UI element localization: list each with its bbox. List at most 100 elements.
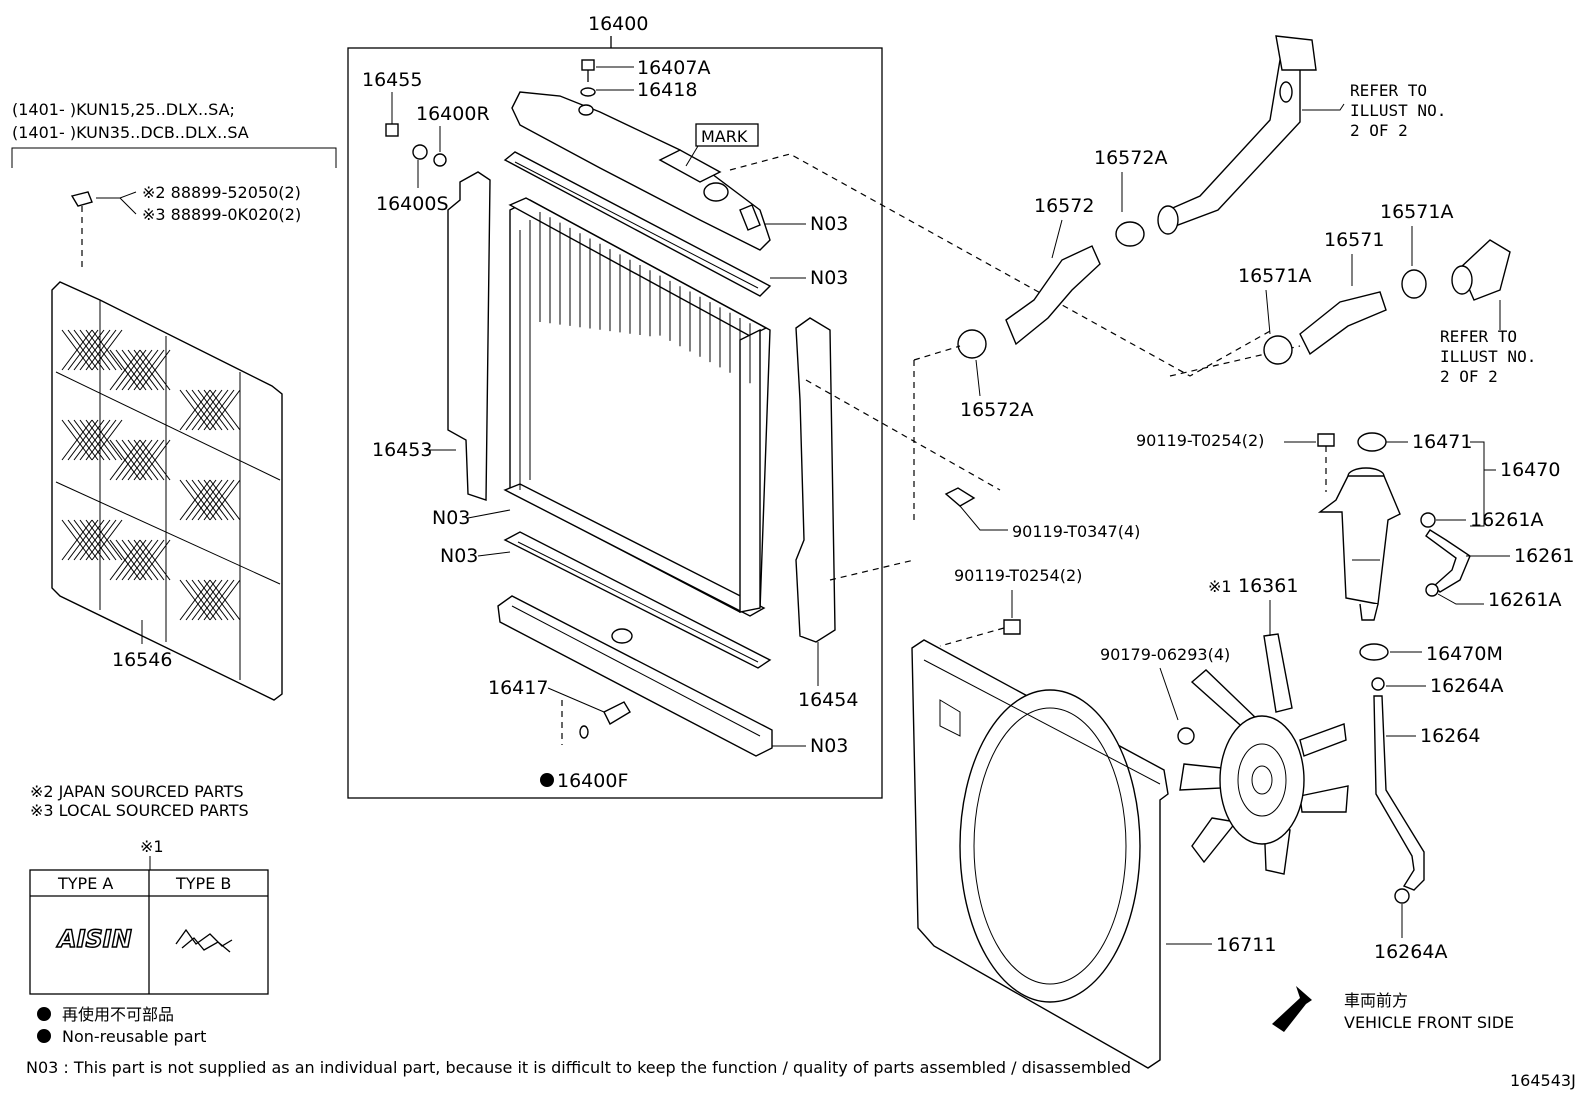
bolt-t0254-b — [1003, 619, 1021, 635]
mark-box — [695, 123, 759, 147]
label-16264a-top: 16264A — [1430, 675, 1503, 697]
grid-hatch-line — [79, 329, 111, 371]
grid-hatch-line — [127, 539, 159, 581]
cushion-16400r — [433, 153, 447, 167]
label-88899-52050: ※2 88899-52050(2) — [142, 183, 301, 202]
type-a-header: TYPE A — [57, 874, 113, 893]
label-n03-a: N03 — [810, 213, 848, 235]
bolt-t0254-a — [1317, 433, 1335, 447]
reservoir-16470 — [1317, 467, 1401, 621]
nut-90179 — [1177, 727, 1195, 745]
grid-hatch-line — [139, 349, 171, 391]
grid-hatch-line — [91, 329, 123, 371]
n03-footnote: N03 : This part is not supplied as an in… — [26, 1058, 1131, 1077]
grid-hatch-line — [185, 579, 217, 621]
label-16261a-top: 16261A — [1470, 509, 1543, 531]
clamp-16261a-bot — [1425, 583, 1439, 597]
side-support-left — [447, 171, 491, 501]
grid-hatch-line — [133, 439, 165, 481]
type-b-logo — [175, 928, 233, 953]
grid-hatch-line — [61, 329, 93, 371]
filler-neck — [703, 182, 729, 202]
label-16400s: 16400S — [376, 193, 449, 215]
grid-hatch-line — [203, 389, 235, 431]
grid-hatch-line — [127, 349, 159, 391]
grid-hatch-line — [91, 419, 123, 461]
clamp-16264a-bot — [1394, 888, 1410, 904]
grid-hatch-line — [61, 519, 93, 561]
hose-16572 — [1005, 245, 1101, 346]
type-b-header: TYPE B — [175, 874, 231, 893]
label-16571a-left: 16571A — [1238, 265, 1311, 287]
water-outlet-pipe — [1157, 35, 1317, 235]
air-guide-16546 — [51, 281, 283, 701]
label-16711: 16711 — [1216, 934, 1276, 956]
grid-hatch-line — [109, 539, 141, 581]
label-16572a-bot: 16572A — [960, 399, 1033, 421]
label-16546: 16546 — [112, 649, 172, 671]
legend-dot-en — [37, 1029, 51, 1043]
grid-hatch-line — [85, 519, 117, 561]
grid-hatch-line — [67, 519, 99, 561]
label-16261: 16261 — [1514, 545, 1574, 567]
grid-hatch-line — [191, 389, 223, 431]
fan-16361 — [1179, 633, 1349, 875]
vehicle-front-en: VEHICLE FRONT SIDE — [1344, 1013, 1514, 1032]
label-fan-mark: ※1 — [1208, 577, 1232, 596]
upper-tank — [511, 91, 771, 251]
grid-hatch-line — [79, 419, 111, 461]
bolt-16455 — [385, 123, 399, 137]
grid-hatch-line — [209, 579, 241, 621]
grid-hatch-line — [185, 389, 217, 431]
illustration-id: 164543J — [1510, 1071, 1576, 1090]
note-japan-sourced: ※2 JAPAN SOURCED PARTS — [30, 782, 244, 801]
clamp-16261a-top — [1420, 512, 1436, 528]
grid-hatch-line — [73, 329, 105, 371]
bolt-t0347 — [944, 487, 976, 507]
clamp-16571a-top — [1401, 269, 1427, 299]
label-16470: 16470 — [1500, 459, 1560, 481]
drain-cock-16417 — [603, 701, 631, 725]
refer-1-line2: ILLUST NO. — [1350, 101, 1446, 120]
label-16572: 16572 — [1034, 195, 1094, 217]
label-16264: 16264 — [1420, 725, 1480, 747]
type-table — [29, 869, 269, 995]
grid-hatch-line — [121, 439, 153, 481]
grid-hatch-line — [133, 349, 165, 391]
label-16400r: 16400R — [416, 103, 490, 125]
grid-hatch-line — [203, 479, 235, 521]
label-n03-d: N03 — [440, 545, 478, 567]
inlet-fitting — [1459, 239, 1511, 301]
refer-1-line1: REFER TO — [1350, 81, 1427, 100]
assembly-frame — [347, 47, 883, 799]
fan-shroud-16711 — [911, 639, 1169, 1069]
nonreusable-en: Non-reusable part — [62, 1027, 206, 1046]
label-16261a-bot: 16261A — [1488, 589, 1561, 611]
leader-dashed-upper — [729, 153, 1273, 377]
grid-hatch-line — [121, 539, 153, 581]
label-16400f: 16400F — [557, 770, 628, 792]
lower-gasket — [503, 531, 772, 669]
label-16453: 16453 — [372, 439, 432, 461]
grid-hatch-line — [109, 439, 141, 481]
label-16264a-bot: 16264A — [1374, 941, 1447, 963]
grid-hatch-line — [179, 389, 211, 431]
label-16407a: 16407A — [637, 57, 710, 79]
grid-hatch-line — [209, 389, 241, 431]
label-90119-t0254-b: 90119-T0254(2) — [954, 566, 1082, 585]
lower-tank — [497, 595, 773, 757]
grid-hatch-line — [109, 349, 141, 391]
grid-hatch-line — [121, 349, 153, 391]
label-16470m: 16470M — [1426, 643, 1503, 665]
grid-hatch-line — [139, 439, 171, 481]
clamp-16572a-bot — [957, 329, 987, 359]
grid-hatch-line — [197, 389, 229, 431]
label-16361: 16361 — [1238, 575, 1298, 597]
table-mark: ※1 — [140, 837, 164, 856]
aisin-logo: AISIN — [56, 925, 132, 953]
radiator-core — [503, 197, 771, 617]
grid-hatch-line — [91, 519, 123, 561]
gasket-16418 — [580, 87, 596, 97]
refer-2-line1: REFER TO — [1440, 327, 1517, 346]
